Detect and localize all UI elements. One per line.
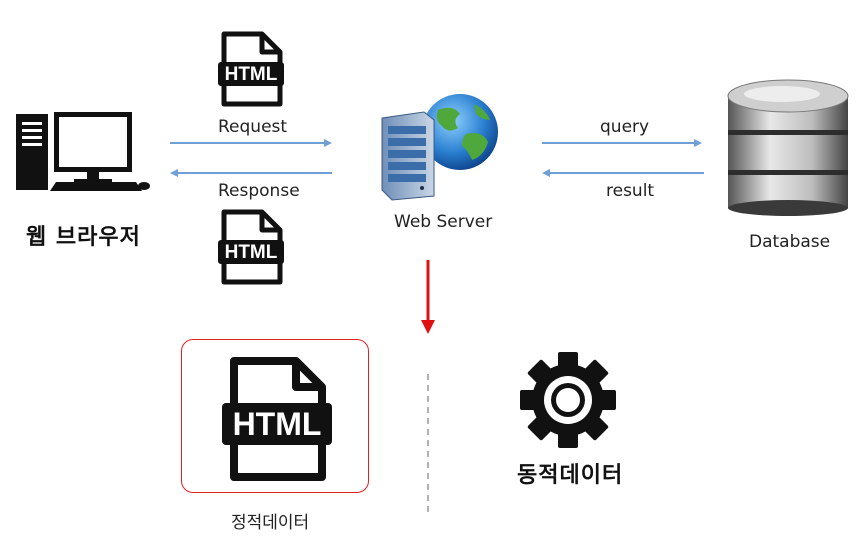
static-data-box bbox=[181, 339, 369, 493]
divider bbox=[427, 374, 429, 512]
database-icon bbox=[727, 79, 849, 216]
static-data-label: 정적데이터 bbox=[231, 513, 310, 533]
request-label: Request bbox=[218, 117, 288, 137]
result-label: result bbox=[606, 181, 655, 201]
web-server-icon bbox=[381, 94, 498, 201]
result-arrow bbox=[542, 169, 704, 177]
request-arrow bbox=[170, 139, 332, 147]
response-doc-text: HTML bbox=[225, 242, 278, 263]
html-document-icon: HTML bbox=[218, 31, 284, 107]
request-doc-text: HTML bbox=[225, 64, 278, 85]
database-label: Database bbox=[749, 232, 831, 252]
html-document-icon: HTML bbox=[218, 209, 284, 285]
gear-icon bbox=[520, 352, 616, 448]
static-doc-text: HTML bbox=[233, 406, 322, 442]
computer-icon bbox=[16, 112, 150, 191]
response-arrow bbox=[170, 169, 332, 177]
html-document-icon: HTML bbox=[222, 357, 332, 481]
down-arrow bbox=[421, 260, 435, 334]
dynamic-data-label: 동적데이터 bbox=[517, 463, 624, 488]
browser-label: 웹 브라우저 bbox=[26, 225, 141, 250]
query-label: query bbox=[600, 117, 650, 137]
response-label: Response bbox=[218, 181, 300, 201]
server-label: Web Server bbox=[394, 212, 493, 232]
query-arrow bbox=[542, 139, 702, 147]
